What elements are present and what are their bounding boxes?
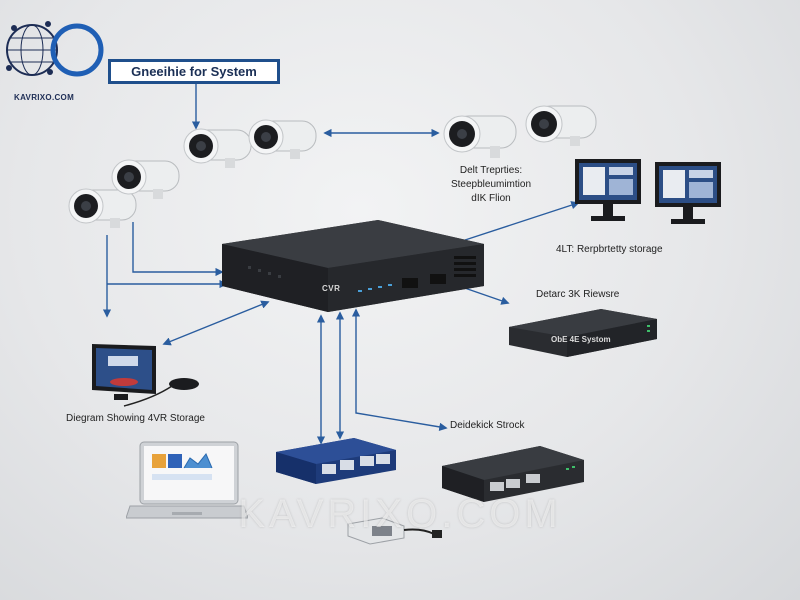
storage-device-caption: Detarc 3K Riewsre xyxy=(536,289,620,300)
storage-device-label: ObE 4E Systom xyxy=(551,335,611,344)
network-switch xyxy=(276,438,396,484)
monitor-icon xyxy=(655,162,721,224)
nvr-recorder xyxy=(222,220,484,312)
camera-icon xyxy=(248,119,317,159)
arrow-nvr-to-caption xyxy=(351,308,448,432)
camera-icon xyxy=(443,115,517,158)
logo-text: KAVRIXO.COM xyxy=(14,93,75,102)
nvr-brand-label: CVR xyxy=(322,284,341,293)
switch-caption: Deidekick Strock xyxy=(450,420,525,431)
desktop-caption: Diegram Showing 4VR Storage xyxy=(66,413,205,424)
arrow-nvr-to-desktop xyxy=(162,300,270,346)
storage-device xyxy=(509,309,657,357)
camera-icon xyxy=(111,159,180,199)
ethernet-switch xyxy=(442,446,584,502)
watermark: KAVRIXO.COM xyxy=(238,492,562,536)
diagram-title: Gneeihie for System xyxy=(108,59,280,84)
arrow-nvr-to-monitors xyxy=(461,201,580,242)
camera-icon xyxy=(183,128,252,168)
monitors-caption: 4LT: Rerpbrtetty storage xyxy=(556,244,663,255)
caption-line: Delt Treprties: xyxy=(459,165,523,176)
camera-icon xyxy=(525,105,597,146)
laptop-icon xyxy=(126,441,248,519)
monitor-icon xyxy=(575,159,641,221)
desktop-monitor-icon xyxy=(92,344,199,407)
caption-line: dIK Flion xyxy=(471,193,511,204)
usb-reader-icon xyxy=(347,517,442,545)
caption-line: Steepbleumimtion xyxy=(450,179,532,190)
top-right-caption: Delt Treprties: Steepbleumimtion dIK Fli… xyxy=(426,164,556,206)
arrow-cameras-to-nvr xyxy=(132,222,224,277)
network-globe-logo xyxy=(6,21,104,77)
camera-icon xyxy=(68,188,137,228)
